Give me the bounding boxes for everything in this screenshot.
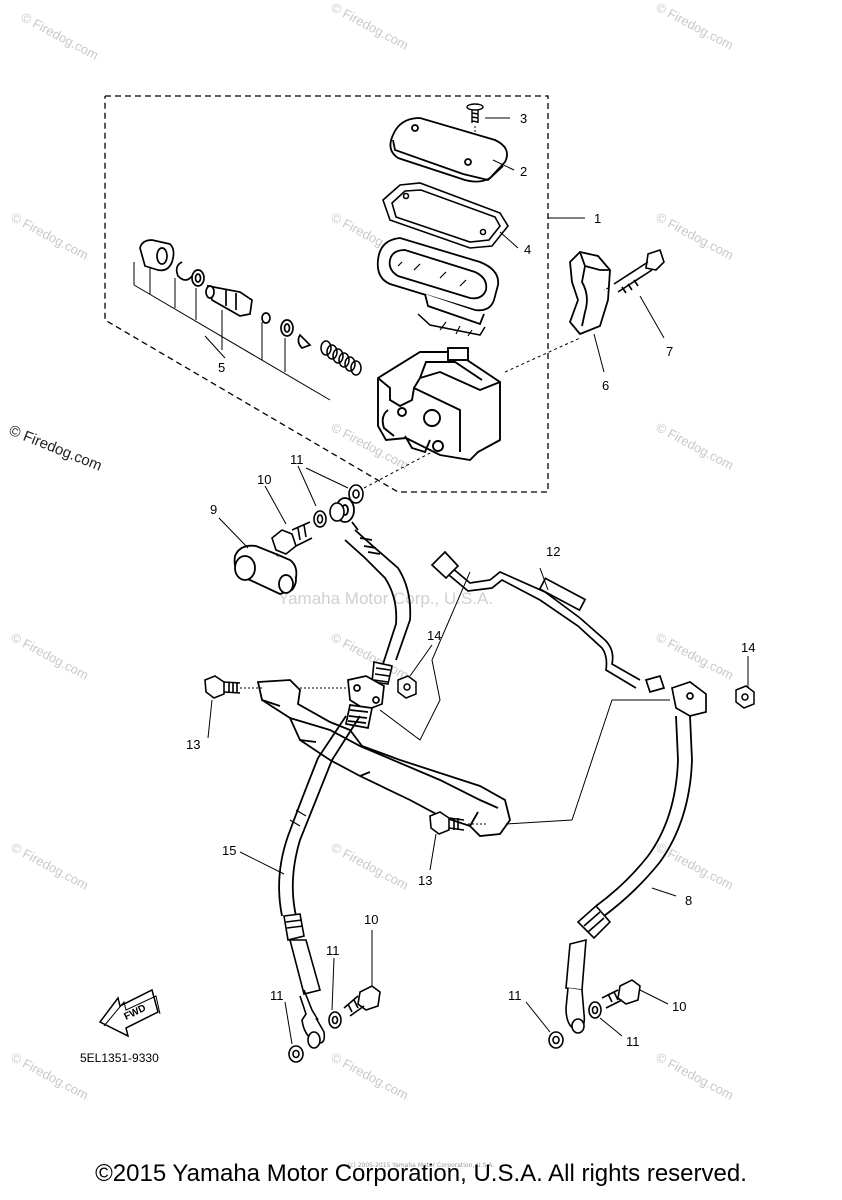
watermark: © Firedog.com — [9, 629, 91, 682]
assembly-boundary — [104, 95, 549, 493]
lower-right-hose — [595, 715, 693, 917]
copper-washers-upper — [313, 484, 364, 528]
right-hose-joint — [644, 674, 707, 717]
diaphragm-plate — [417, 313, 486, 336]
diaphragm — [376, 237, 500, 326]
callout-9: 9 — [210, 502, 217, 517]
yamaha-watermark: Yamaha Motor Corp., U.S.A. — [278, 589, 493, 608]
reservoir-screw — [466, 103, 484, 123]
callout-13: 13 — [186, 737, 200, 752]
diagram-code: 5EL1351-9330 — [80, 1051, 159, 1065]
watermark: © Firedog.com — [654, 1049, 736, 1102]
reference-lines — [505, 699, 670, 825]
callout-4: 4 — [524, 242, 531, 257]
watermark: © Firedog.com — [329, 629, 411, 682]
callout-8: 8 — [685, 893, 692, 908]
watermark: © Firedog.com — [654, 0, 736, 53]
watermark: © Firedog.com — [654, 839, 736, 892]
cap-gasket — [382, 182, 509, 249]
footer-small-print: (c) 2005-2015 Yamaha Motor Corporation, … — [347, 1162, 495, 1169]
callout-10: 10 — [364, 912, 378, 927]
upper-hose-crimp — [371, 661, 393, 685]
callout-leaders — [207, 117, 749, 1045]
callout-10: 10 — [672, 999, 686, 1014]
callout-1: 1 — [594, 211, 601, 226]
hose-bracket — [256, 679, 511, 837]
callout-15: 15 — [222, 843, 236, 858]
callout-11: 11 — [290, 452, 304, 467]
callout-11: 11 — [508, 988, 522, 1003]
brake-pipe — [430, 550, 641, 689]
callout-11: 11 — [270, 988, 284, 1003]
lower-left-hose — [278, 715, 361, 917]
watermark: © Firedog.com — [9, 1049, 91, 1102]
callout-2: 2 — [520, 164, 527, 179]
pipe-dash-box — [379, 571, 471, 741]
piston-kit-leaders — [133, 262, 331, 401]
callout-11: 11 — [626, 1034, 640, 1049]
nut-right — [735, 685, 755, 709]
callout-7: 7 — [666, 344, 673, 359]
bracket-bolt-left — [204, 675, 241, 699]
watermark: © Firedog.com — [329, 0, 411, 53]
callout-14: 14 — [741, 640, 755, 655]
hose-junction-block — [344, 675, 385, 729]
watermark: © Firedog.com — [654, 629, 736, 682]
washers-lower-right — [548, 1001, 602, 1049]
piston-kit — [139, 239, 312, 349]
union-bolt-lower-left — [343, 985, 381, 1017]
watermark: © Firedog.com — [329, 839, 411, 892]
union-bolt-upper — [271, 521, 313, 555]
callout-11: 11 — [326, 943, 340, 958]
clamp-bolt — [613, 248, 665, 294]
reservoir-cap — [389, 117, 508, 183]
copyright-footer: ©2015 Yamaha Motor Corporation, U.S.A. A… — [95, 1160, 747, 1187]
banjo-cover — [233, 544, 298, 595]
callout-6: 6 — [602, 378, 609, 393]
handlebar-clamp — [568, 251, 611, 336]
watermark: © Firedog.com — [654, 419, 736, 472]
watermark: © Firedog.com — [9, 839, 91, 892]
callout-14: 14 — [427, 628, 441, 643]
callout-13: 13 — [418, 873, 432, 888]
bracket-bolt-right — [429, 811, 465, 835]
union-bolt-lower-right — [601, 979, 641, 1009]
return-spring — [320, 340, 362, 376]
watermark: © Firedog.com — [654, 209, 736, 262]
forward-arrow-icon: FWD — [98, 988, 161, 1038]
watermark: © Firedog.com — [329, 1049, 411, 1102]
lower-left-crimp — [283, 913, 326, 1049]
watermark-layer: © Firedog.com © Firedog.com © Firedog.co… — [7, 0, 737, 1103]
callout-12: 12 — [546, 544, 560, 559]
callout-labels: 3 2 1 4 5 6 7 11 10 9 12 14 14 13 15 13 … — [186, 111, 755, 1049]
nut-center — [397, 675, 417, 699]
callout-10: 10 — [257, 472, 271, 487]
watermark: © Firedog.com — [9, 209, 91, 262]
watermark: © Firedog.com — [19, 9, 101, 62]
side-watermark: © Firedog.com — [7, 422, 105, 475]
callout-5: 5 — [218, 360, 225, 375]
callout-3: 3 — [520, 111, 527, 126]
lower-right-crimp — [565, 904, 612, 1034]
master-cylinder-body — [377, 347, 501, 462]
washers-lower-left — [288, 1011, 342, 1063]
